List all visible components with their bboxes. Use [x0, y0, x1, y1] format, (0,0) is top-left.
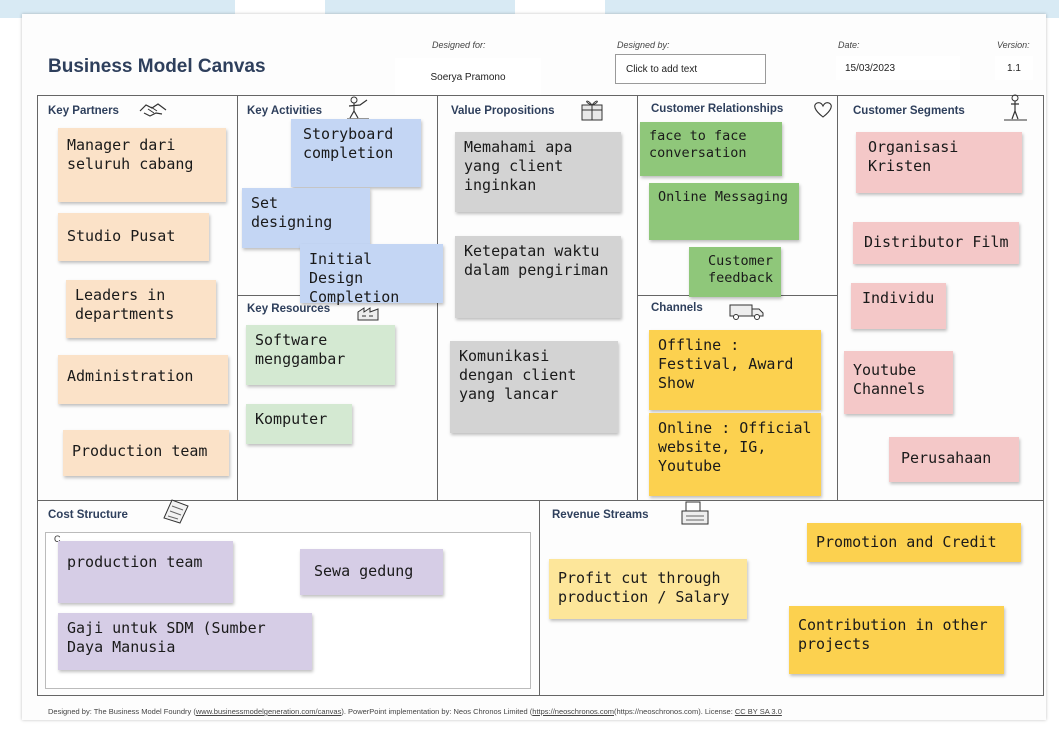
divider-vp-cr [637, 96, 638, 500]
page-title: Business Model Canvas [48, 56, 266, 77]
divider-cr-cs [837, 96, 838, 500]
note-ch-online[interactable]: Online : Official website, IG, Youtube [649, 413, 821, 496]
cost-structure-stub: C [54, 534, 61, 544]
note-ka-initial-design[interactable]: Initial Design Completion [300, 244, 443, 306]
section-channels: Channels [651, 302, 703, 314]
version-field[interactable]: 1.1 [995, 56, 1033, 80]
top-band-right [605, 0, 1059, 18]
designed-by-field[interactable]: Click to add text [615, 54, 766, 84]
note-cs-distributor[interactable]: Distributor Film [853, 222, 1019, 264]
footer-link-bmf[interactable]: www.businessmodelgeneration.com/canvas [195, 707, 342, 716]
section-key-resources: Key Resources [247, 303, 331, 315]
footer-text-3: (https://neoschronos.com). License: [614, 707, 735, 716]
divider-main-bottom [38, 500, 1043, 501]
note-kr-software[interactable]: Software menggambar [246, 325, 395, 385]
designed-for-value: Soerya Pramono [430, 71, 506, 83]
note-kr-komputer[interactable]: Komputer [246, 404, 352, 444]
top-band-left [0, 0, 235, 18]
divider-cost-revenue [539, 500, 540, 695]
handshake-icon [139, 103, 167, 117]
designed-for-label: Designed for: [432, 40, 486, 50]
note-cr-customer-feedback[interactable]: Customer feedback [689, 247, 781, 297]
date-label: Date: [838, 40, 860, 50]
date-value: 15/03/2023 [845, 62, 896, 74]
footer-license-link[interactable]: CC BY SA 3.0 [734, 707, 782, 716]
note-ka-storyboard[interactable]: Storyboard completion [291, 119, 421, 187]
note-rev-profit-cut[interactable]: Profit cut through production / Salary [549, 559, 747, 619]
footer-text-1: Designed by: The Business Model Foundry … [48, 707, 196, 716]
designed-for-field[interactable]: Soerya Pramono [395, 58, 541, 96]
note-cost-gaji[interactable]: Gaji untuk SDM (Sumber Daya Manusia [58, 613, 312, 670]
note-kp-production[interactable]: Production team [63, 430, 229, 476]
note-cost-production[interactable]: production team [58, 541, 233, 603]
note-cost-sewa-gedung[interactable]: Sewa gedung [300, 549, 443, 595]
note-vp-komunikasi[interactable]: Komunikasi dengan client yang lancar [450, 341, 618, 433]
date-field[interactable]: 15/03/2023 [836, 56, 960, 80]
note-ka-set-designing[interactable]: Set designing [242, 188, 370, 248]
footer-credits: Designed by: The Business Model Foundry … [48, 707, 782, 716]
top-band-mid [325, 0, 515, 18]
note-kp-manager[interactable]: Manager dari seluruh cabang [58, 128, 226, 202]
designed-by-value: Click to add text [626, 63, 698, 75]
note-kp-studio[interactable]: Studio Pusat [58, 213, 209, 261]
note-rev-contribution[interactable]: Contribution in other projects [789, 606, 1004, 674]
note-kp-leaders[interactable]: Leaders in departments [66, 280, 216, 338]
version-value: 1.1 [1007, 62, 1021, 74]
section-key-partners: Key Partners [48, 105, 119, 117]
footer-text-2: ). PowerPoint implementation by: Neos Ch… [341, 707, 533, 716]
section-cost-structure: Cost Structure [48, 509, 128, 521]
section-revenue-streams: Revenue Streams [552, 509, 649, 521]
canvas-grid [37, 95, 1044, 696]
section-key-activities: Key Activities [247, 105, 322, 117]
note-cs-individu[interactable]: Individu [851, 283, 946, 329]
cash-register-icon [681, 501, 709, 525]
section-value-propositions: Value Propositions [451, 105, 555, 117]
version-label: Version: [997, 40, 1030, 50]
price-tag-icon [163, 499, 189, 524]
factory-icon [357, 307, 379, 321]
note-cr-online-messaging[interactable]: Online Messaging [649, 183, 799, 240]
worker-icon [347, 96, 369, 120]
designed-by-label: Designed by: [617, 40, 670, 50]
truck-icon [729, 304, 764, 320]
section-customer-segments: Customer Segments [853, 105, 965, 117]
divider-kp-ka [237, 96, 238, 500]
note-cs-organisasi[interactable]: Organisasi Kristen [856, 132, 1022, 193]
note-ch-offline[interactable]: Offline : Festival, Award Show [649, 330, 821, 410]
note-vp-ketepatan[interactable]: Ketepatan waktu dalam pengiriman [455, 236, 621, 318]
gift-icon [581, 100, 603, 121]
note-vp-memahami[interactable]: Memahami apa yang client inginkan [455, 132, 621, 212]
note-cs-perusahaan[interactable]: Perusahaan [889, 437, 1019, 482]
note-cr-face-to-face[interactable]: face to face conversation [640, 122, 782, 176]
note-rev-promotion[interactable]: Promotion and Credit [807, 523, 1021, 562]
note-kp-administration[interactable]: Administration [58, 355, 228, 404]
heart-icon [814, 102, 832, 118]
footer-link-neos[interactable]: https://neoschronos.com [532, 707, 614, 716]
person-icon [1004, 94, 1027, 121]
section-customer-relationships: Customer Relationships [651, 103, 784, 115]
note-cs-youtube[interactable]: Youtube Channels [844, 351, 953, 414]
